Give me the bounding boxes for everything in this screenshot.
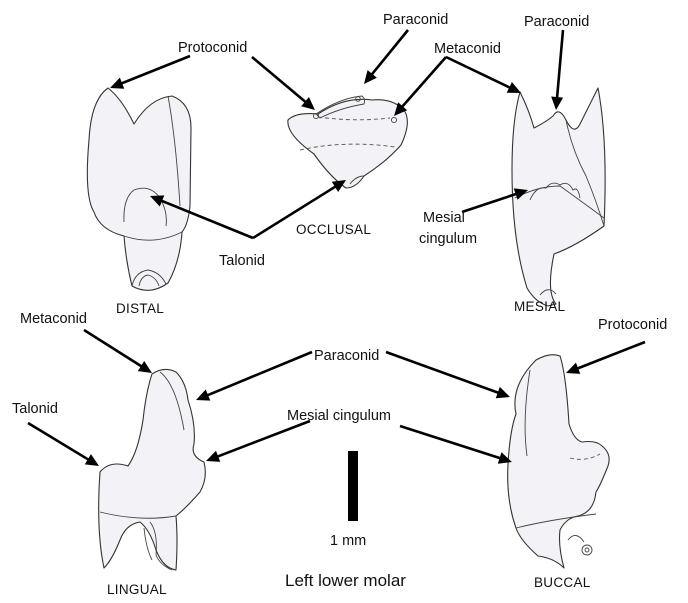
tooth-occlusal-view	[288, 96, 408, 188]
arrow-paraconid-mesial	[551, 30, 563, 110]
arrow-protoconid-distal	[110, 56, 190, 89]
label-talonid-bottom: Talonid	[12, 401, 58, 417]
label-mesial-cingulum-line2: cingulum	[419, 231, 477, 247]
label-paraconid-top-right: Paraconid	[524, 14, 589, 30]
arrow-metaconid-mesial	[446, 57, 521, 93]
label-protoconid-top: Protoconid	[178, 40, 247, 56]
arrow-paraconid-lingual	[196, 352, 312, 401]
label-mesial-cingulum-bottom: Mesial cingulum	[287, 408, 391, 424]
arrow-metaconid-lingual	[84, 330, 152, 373]
arrow-mesial-cingulum-buccal	[400, 426, 512, 464]
figure-caption: Left lower molar	[285, 571, 406, 590]
label-protoconid-bottom: Protoconid	[598, 317, 667, 333]
view-label-mesial: MESIAL	[514, 299, 566, 314]
scale-bar	[348, 451, 358, 521]
view-label-distal: DISTAL	[116, 301, 164, 316]
arrow-protoconid-buccal	[566, 342, 645, 374]
arrow-talonid-lingual	[28, 423, 99, 466]
arrow-metaconid-occlusal	[394, 57, 446, 116]
label-paraconid-bottom: Paraconid	[314, 348, 379, 364]
tooth-buccal-view	[508, 355, 609, 568]
scale-bar-label: 1 mm	[330, 533, 366, 549]
arrow-protoconid-occlusal	[252, 57, 315, 110]
label-paraconid-top-center: Paraconid	[383, 12, 448, 28]
arrow-paraconid-occlusal	[364, 30, 408, 84]
view-label-lingual: LINGUAL	[107, 582, 167, 597]
tooth-mesial-view	[512, 88, 605, 306]
tooth-lingual-view	[99, 369, 206, 570]
tooth-distal-view	[87, 88, 191, 290]
label-talonid-top: Talonid	[219, 253, 265, 269]
arrow-paraconid-buccal	[386, 352, 510, 398]
label-metaconid-bottom: Metaconid	[20, 311, 87, 327]
view-label-occlusal: OCCLUSAL	[296, 222, 371, 237]
view-label-buccal: BUCCAL	[534, 575, 591, 590]
arrow-mesial-cingulum-lingual	[206, 421, 310, 462]
label-metaconid-top: Metaconid	[434, 41, 501, 57]
label-mesial-cingulum-line1: Mesial	[423, 210, 465, 226]
